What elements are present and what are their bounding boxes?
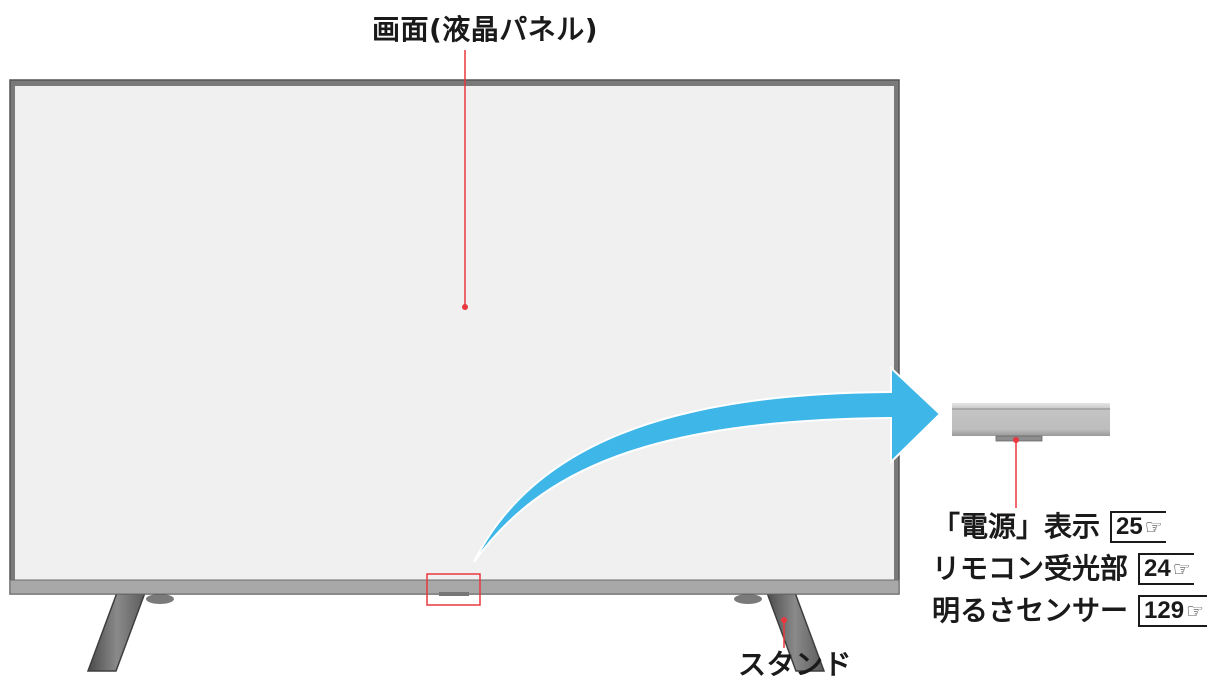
callout-brightness-sensor: 明るさセンサー 129 ☞ (932, 595, 1207, 627)
page-reference: 129 ☞ (1138, 595, 1207, 627)
page-reference-hand-icon: ☞ (1144, 515, 1163, 539)
callout-remote-receiver: リモコン受光部 24 ☞ (932, 553, 1194, 585)
callout-leader-line (1013, 437, 1019, 508)
page-number: 25 (1116, 513, 1143, 540)
screen-label: 画面(液晶パネル) (372, 13, 599, 46)
stand-leader-line (781, 617, 787, 648)
page-reference: 25 ☞ (1110, 511, 1166, 543)
zoomed-sensor-strip (952, 403, 1110, 442)
zoom-arrow (473, 365, 942, 563)
tv-body (9, 79, 900, 596)
callout-power-indicator: 「電源」表示 25 ☞ (932, 511, 1166, 543)
callout-text: 明るさセンサー (932, 594, 1129, 627)
left-stand (86, 589, 174, 672)
callout-text: 「電源」表示 (932, 510, 1101, 543)
page-number: 129 (1144, 597, 1185, 624)
callout-text: リモコン受光部 (932, 552, 1129, 585)
page-reference-hand-icon: ☞ (1172, 557, 1191, 581)
page-reference-hand-icon: ☞ (1186, 599, 1204, 623)
page-number: 24 (1144, 555, 1171, 582)
screen-leader-line (462, 50, 468, 310)
stand-label: スタンド (738, 648, 853, 681)
page-reference: 24 ☞ (1138, 553, 1194, 585)
sensor-highlight-box (426, 573, 481, 606)
